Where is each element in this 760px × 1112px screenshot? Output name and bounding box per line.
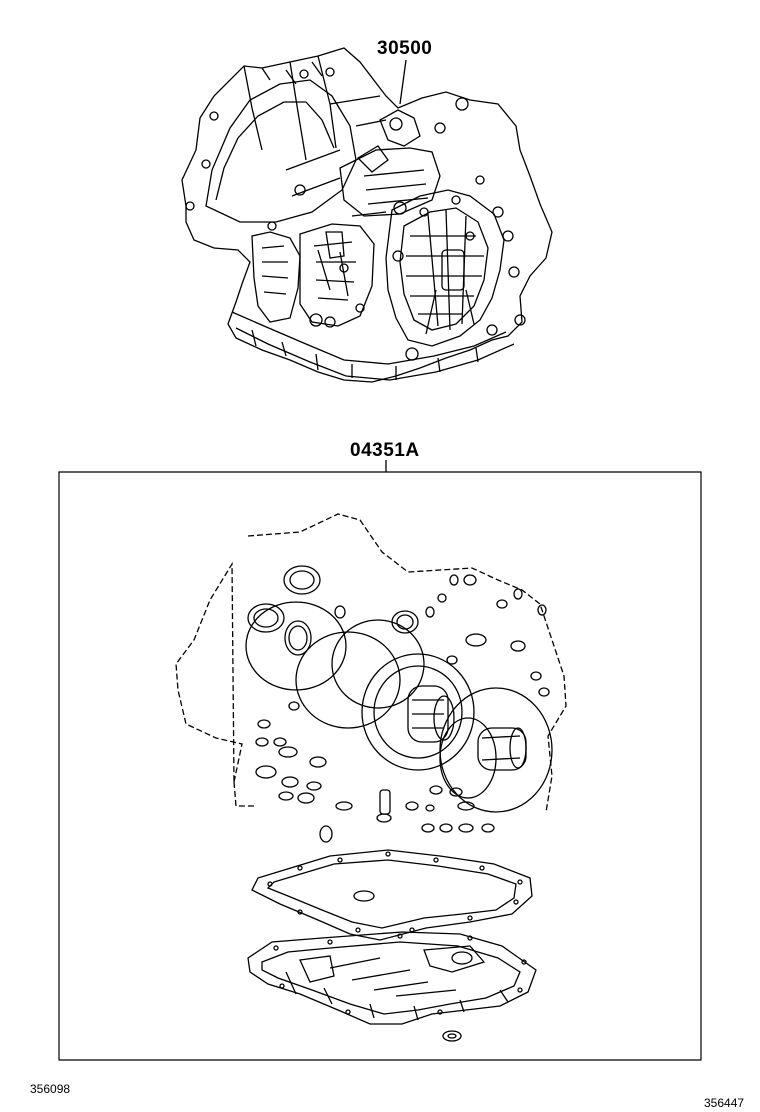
gasket-kit-parts[interactable] — [176, 514, 566, 1041]
part-number-transaxle[interactable]: 30500 — [377, 38, 433, 59]
transaxle-assembly[interactable] — [182, 48, 552, 382]
part-number-overhaul-kit[interactable]: 04351A — [350, 440, 420, 461]
leader-line-30500 — [400, 60, 406, 104]
kit-frame — [59, 472, 701, 1060]
illustration-code-left: 356098 — [30, 1082, 71, 1096]
illustration-code-right: 356447 — [704, 1096, 745, 1110]
